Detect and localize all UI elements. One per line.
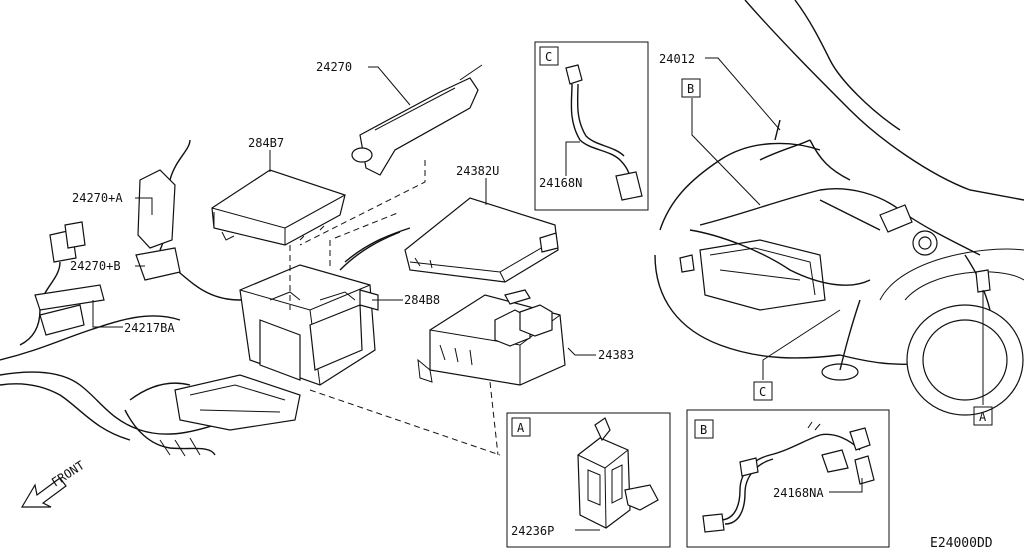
part-labels: 24270 284B7 24382U 24270+A 24270+B 24217… [70, 52, 993, 551]
callout-a-box [973, 406, 993, 426]
label-284B7: 284B7 [248, 136, 284, 150]
detail-b-tag [694, 419, 714, 439]
part-24383-fuse-box [417, 289, 566, 386]
label-24383: 24383 [598, 348, 634, 362]
detail-a-letter: A [517, 421, 525, 435]
label-24270: 24270 [316, 60, 352, 74]
label-24236P: 24236P [511, 524, 554, 538]
detail-a-tag [511, 417, 531, 437]
relay-box-bracket [174, 227, 411, 431]
detail-b-letter: B [700, 423, 707, 437]
leader-lines [92, 66, 596, 356]
callout-c-box [753, 381, 773, 401]
detail-a-frame [506, 412, 671, 548]
label-284B8: 284B8 [404, 293, 440, 307]
diagram-code: E24000DD [930, 536, 993, 551]
part-24270-cover [351, 64, 483, 176]
part-284B7-lid [211, 169, 346, 246]
front-arrow: FRONT [20, 458, 87, 508]
callout-b-box [681, 78, 701, 98]
assembly-guides [289, 160, 501, 456]
label-24382U: 24382U [456, 164, 499, 178]
vehicle-view [654, 0, 1024, 416]
left-harness [0, 139, 301, 457]
detail-a: A [506, 412, 671, 548]
label-24012: 24012 [659, 52, 695, 66]
callout-b-letter: B [687, 82, 694, 96]
vehicle-callouts: B C A [681, 78, 993, 426]
front-label: FRONT [49, 458, 87, 489]
callout-c-letter: C [759, 385, 766, 399]
detail-c: C [534, 41, 649, 211]
label-24168N: 24168N [539, 176, 582, 190]
label-24270A: 24270+A [72, 191, 123, 205]
label-24168NA: 24168NA [773, 486, 824, 500]
part-24382U-cover [404, 197, 559, 283]
detail-c-letter: C [545, 50, 552, 64]
detail-b-frame [686, 409, 890, 548]
detail-c-tag [539, 46, 559, 66]
label-24217BA: 24217BA [124, 321, 175, 335]
label-24270B: 24270+B [70, 259, 121, 273]
detail-b: B [686, 409, 890, 548]
detail-c-frame [534, 41, 649, 211]
callout-a-letter: A [979, 410, 987, 424]
